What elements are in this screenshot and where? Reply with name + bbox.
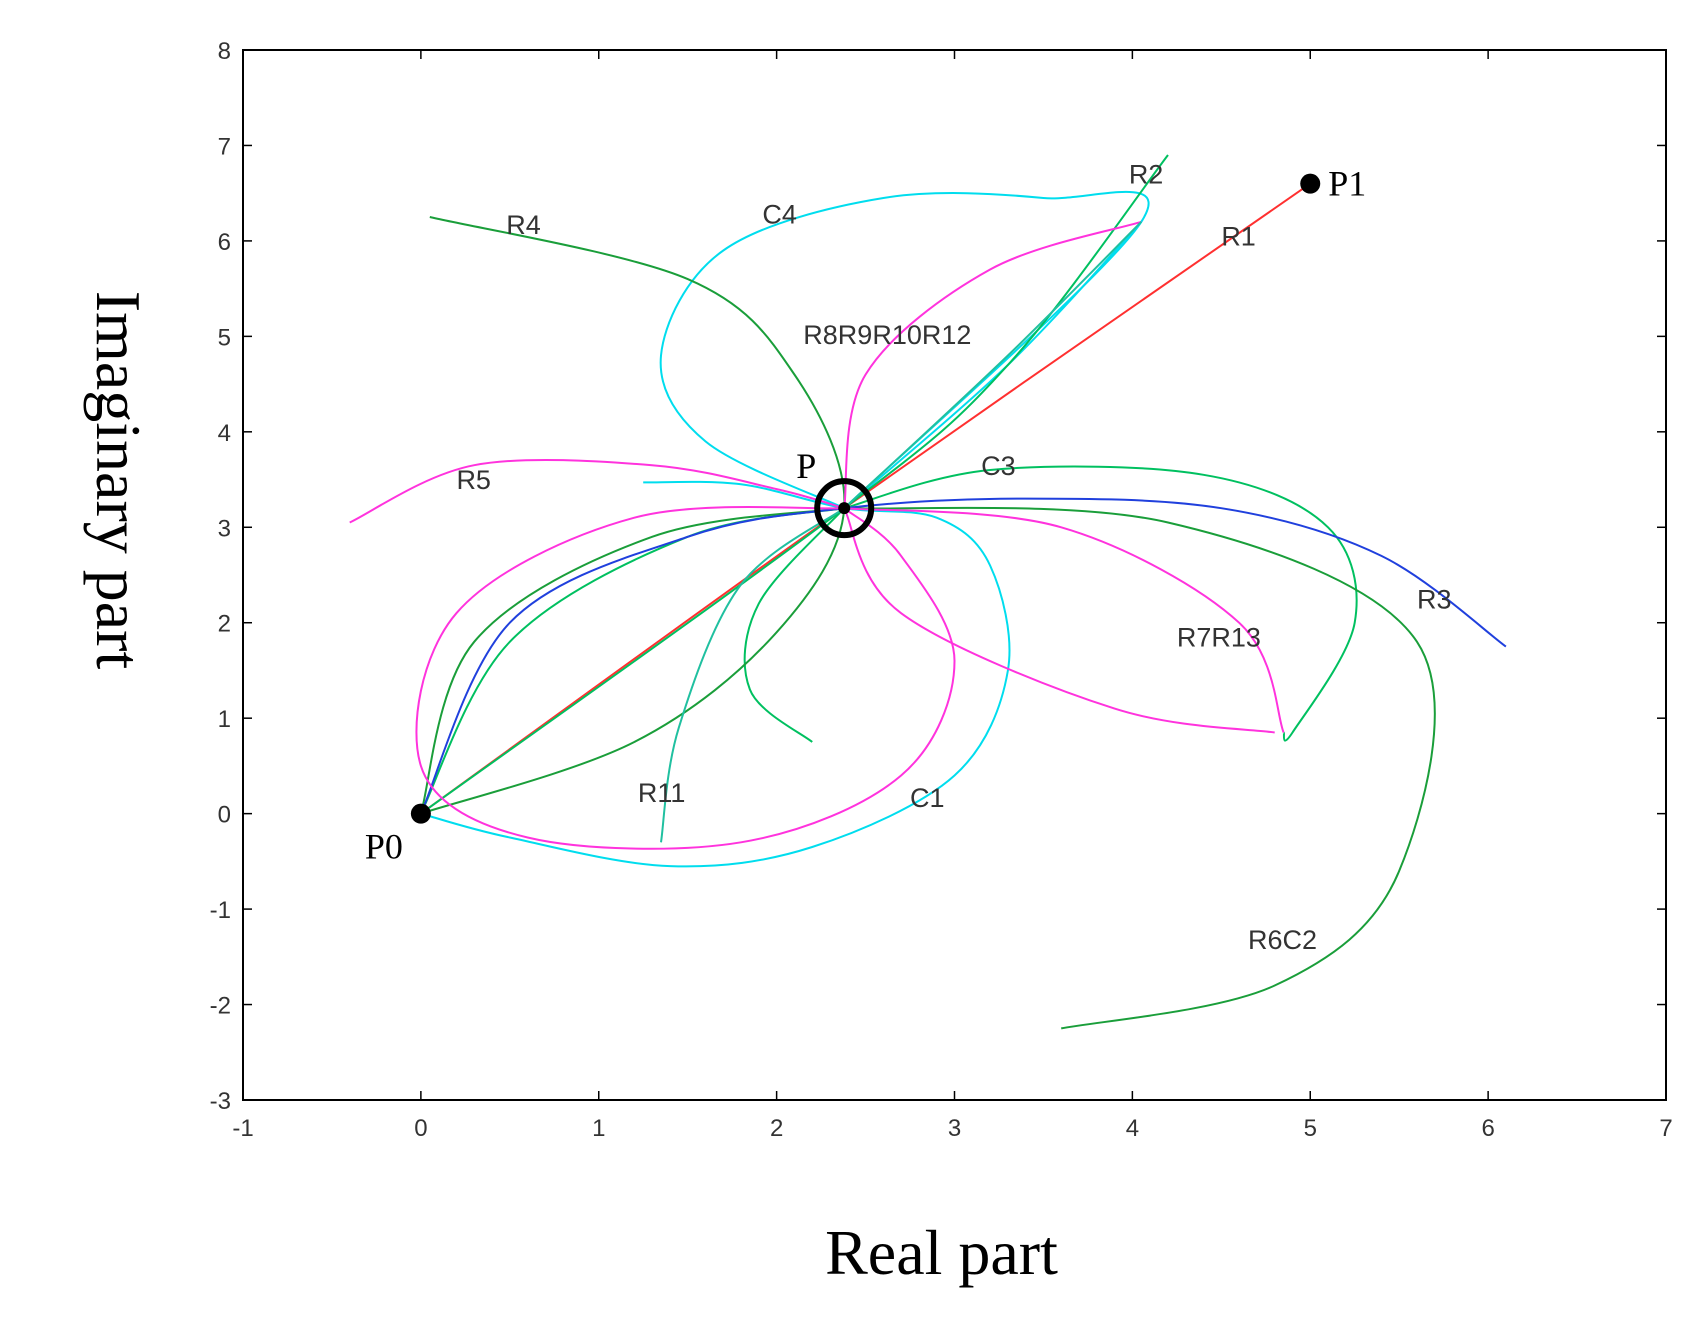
y-tick-label: 5 xyxy=(218,324,231,351)
y-tick-label: 8 xyxy=(218,38,231,65)
point-p-marker xyxy=(838,502,851,515)
point-p0-marker xyxy=(410,803,431,824)
x-axis-title: Real part xyxy=(825,1217,1058,1288)
point-p-ring xyxy=(814,478,875,539)
x-tick-label: 4 xyxy=(1126,1115,1139,1142)
y-tick-label: 4 xyxy=(218,420,231,447)
point-label-p0: P0 xyxy=(365,827,403,867)
root-locus-curve-10 xyxy=(419,507,845,814)
x-tick-label: 7 xyxy=(1659,1115,1672,1142)
y-tick-label: 3 xyxy=(218,515,231,542)
point-label-p: P xyxy=(796,446,816,486)
curve-label: R2 xyxy=(1129,160,1164,190)
y-axis-title: Imaginary part xyxy=(83,291,154,670)
root-locus-curve-3 xyxy=(659,190,1150,510)
y-tick-label: -3 xyxy=(210,1088,231,1115)
root-locus-curve-13 xyxy=(349,458,845,524)
curve-label: R11 xyxy=(638,778,686,808)
plot-frame xyxy=(242,49,1667,1101)
x-tick-label: 3 xyxy=(948,1115,961,1142)
x-tick-label: 5 xyxy=(1304,1115,1317,1142)
curve-label: R8R9R10R12 xyxy=(803,320,971,350)
root-locus-curve-16 xyxy=(843,507,1275,734)
curve-label: C3 xyxy=(981,451,1016,481)
curve-label: R1 xyxy=(1221,222,1256,252)
x-tick-label: -1 xyxy=(232,1115,253,1142)
ticks-layer: -1 0 1 2 3 4 5 6 7 -3 -2 -1 0 1 2 3 4 5 6 7 8 xyxy=(210,38,1673,1142)
curve-label: R3 xyxy=(1417,584,1452,614)
root-locus-curve-6 xyxy=(743,507,845,743)
curves-layer xyxy=(349,154,1507,1030)
x-tick-label: 1 xyxy=(592,1115,605,1142)
curve-label: C1 xyxy=(910,783,945,813)
point-label-p1: P1 xyxy=(1328,164,1366,204)
y-tick-label: 7 xyxy=(218,133,231,160)
root-locus-curve-19 xyxy=(843,221,1143,509)
root-locus-curve-15 xyxy=(843,220,1142,509)
curve-label: R5 xyxy=(456,465,491,495)
y-tick-label: 2 xyxy=(218,611,231,638)
y-tick-label: 0 xyxy=(218,802,231,829)
root-locus-curve-14 xyxy=(415,506,956,850)
root-locus-curve-5 xyxy=(843,465,1358,742)
root-locus-curve-7 xyxy=(420,154,1169,815)
y-tick-label: -2 xyxy=(210,993,231,1020)
root-locus-curve-2 xyxy=(420,480,1011,868)
points-layer: P0 P P1 xyxy=(365,164,1366,867)
curve-label: C4 xyxy=(762,200,797,230)
y-tick-label: 6 xyxy=(218,229,231,256)
root-locus-curve-17 xyxy=(844,507,1285,733)
curve-label: R6C2 xyxy=(1248,925,1317,955)
y-tick-label: 1 xyxy=(218,706,231,733)
point-p1-marker xyxy=(1300,173,1321,194)
curve-label: R7R13 xyxy=(1177,623,1261,653)
y-tick-label: -1 xyxy=(210,897,231,924)
root-locus-curve-12 xyxy=(419,497,1507,815)
x-tick-label: 6 xyxy=(1481,1115,1494,1142)
x-tick-label: 0 xyxy=(414,1115,427,1142)
curve-label: R4 xyxy=(506,210,541,240)
x-tick-label: 2 xyxy=(770,1115,783,1142)
root-locus-curve-11 xyxy=(844,506,1436,1030)
root-locus-curve-18 xyxy=(660,507,845,843)
